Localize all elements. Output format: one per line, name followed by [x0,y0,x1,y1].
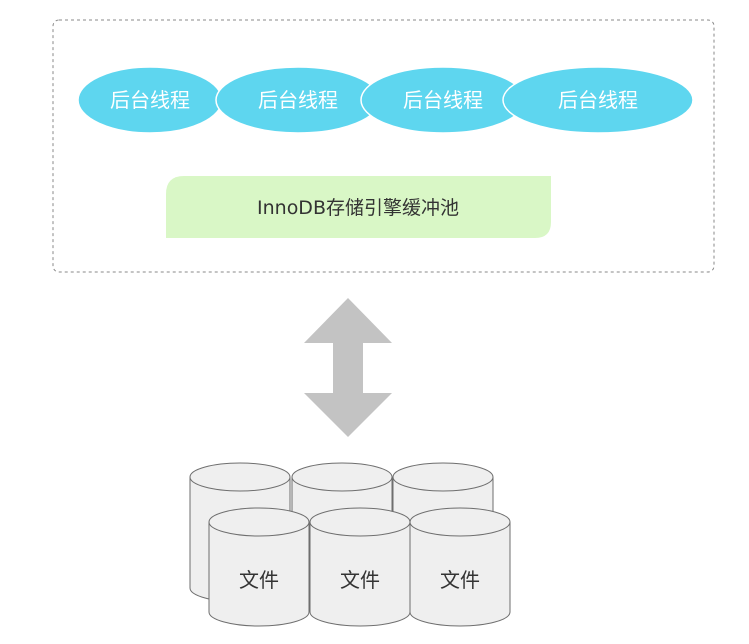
cylinder-file-2-label: 文件 [340,568,380,592]
cylinder-file-2-body [309,522,411,627]
cylinder-file-1-label: 文件 [239,568,279,592]
buffer-pool: InnoDB存储引擎缓冲池 [166,176,551,238]
thread-2: 后台线程 [215,66,381,134]
cylinder-file-3-body [409,522,511,627]
thread-4-label: 后台线程 [558,88,638,112]
cylinder-back-3-top [392,462,494,492]
cylinder-file-2: 文件 [309,507,411,627]
buffer-pool-label: InnoDB存储引擎缓冲池 [257,197,459,219]
thread-1-label: 后台线程 [110,88,190,112]
cylinder-file-1: 文件 [208,507,310,627]
memory-container [52,19,715,273]
thread-3-label: 后台线程 [403,88,483,112]
cylinder-file-3-top [409,507,511,537]
cylinder-back-2-top [291,462,393,492]
thread-3: 后台线程 [360,66,526,134]
buffer-pool-shape [166,176,551,238]
thread-4: 后台线程 [502,66,694,134]
cylinder-back-1-top [189,462,291,492]
cylinder-file-2-top [309,507,411,537]
cylinder-file-3: 文件 [409,507,511,627]
double-vertical-arrow-icon [304,298,392,437]
thread-1: 后台线程 [77,66,223,134]
thread-2-label: 后台线程 [258,88,338,112]
cylinder-file-1-top [208,507,310,537]
thread-4-shape [502,66,694,134]
cylinder-file-3-label: 文件 [440,568,480,592]
cylinder-file-1-body [208,522,310,627]
